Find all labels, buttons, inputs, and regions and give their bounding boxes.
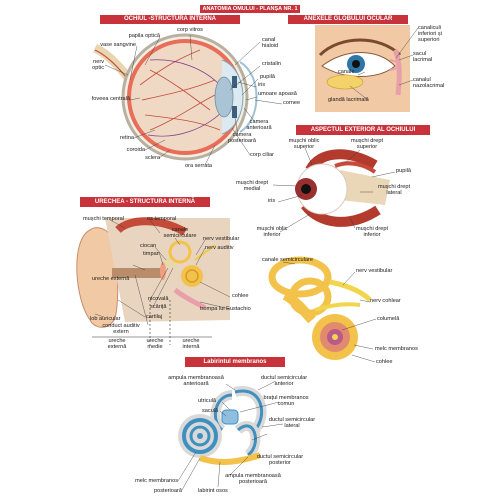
label-cohlee-ear: cohlee	[232, 293, 249, 299]
label-canalul-nazolacrimal: canalul nazolacrimal	[413, 77, 445, 90]
page-title: ANATOMIA OMULUI - PLANȘA NR. 1	[200, 5, 300, 13]
label-ureche-externa: ureche externă	[107, 338, 127, 351]
label-melc-membranos: melc membranos	[375, 346, 418, 352]
label-cohlee: cohlee	[376, 359, 393, 365]
membranous-labyrinth-title: Labirintul membranos	[185, 357, 285, 367]
label-corp-ciliar: corp ciliar	[250, 152, 274, 158]
label-nerv-cohlear: nerv cohlear	[370, 298, 401, 304]
label-cornee: cornee	[283, 100, 301, 106]
label-conduct-auditiv: conduct auditiv extern	[102, 323, 140, 336]
label-coroida: coroida	[126, 147, 145, 153]
label-ureche-medie: ureche medie	[146, 338, 164, 351]
label-canale-semicirculare: canale semicirculare	[262, 257, 313, 263]
label-ciocan: ciocan	[140, 243, 157, 249]
label-fovea-centrala: foveea centrală	[91, 96, 130, 102]
label-drept-superior: mușchi drept superior	[350, 138, 384, 151]
label-trompa-eustachio: trompa lui Eustachio	[200, 306, 251, 312]
label-camera-posterioara: camera posterioară	[228, 132, 256, 145]
eye-adnexa-title: ANEXELE GLOBULUI OCULAR	[288, 15, 408, 24]
label-cristalin: cristalin	[262, 61, 281, 67]
label-temporal-muscle: mușchi temporal	[83, 216, 125, 222]
label-corp-vitros: corp vitros	[177, 27, 203, 33]
eye-external-title: ASPECTUL EXTERIOR AL OCHIULUI	[296, 125, 430, 135]
label-drept-lateral: mușchi drept lateral	[377, 184, 411, 197]
label-sacula: saculă	[202, 408, 219, 414]
label-ductul-lateral: ductul semicircular lateral	[268, 417, 316, 430]
label-drept-medial: mușchi drept medial	[235, 180, 269, 193]
label-ureche-externa-inside: ureche externă	[92, 276, 130, 282]
eye-internal-title: OCHIUL -STRUCTURA INTERNĂ	[100, 15, 240, 24]
label-canaliculi: canaliculi inferiori și superiori	[418, 25, 442, 44]
label-nerv-vestibular-ear: nerv vestibular	[203, 236, 240, 242]
label-columela: columelă	[377, 316, 400, 322]
label-canale-semicirculare-ear: canale semicirculare	[163, 227, 197, 240]
bony-labyrinth-leaders	[282, 261, 377, 363]
eye-external-leaders	[272, 147, 396, 233]
label-ora-serrata: ora serrata	[185, 163, 213, 169]
label-camera-anterioara: camera anterioară	[246, 119, 272, 132]
label-sacul-lacrimal: sacul lacrimal	[413, 51, 433, 64]
label-nerv-optic: nerv optic	[92, 59, 104, 72]
eye-internal-leaders	[104, 34, 283, 166]
label-oblic-inferior: mușchi oblic inferior	[256, 226, 288, 239]
label-cartilaj: cartilaj	[146, 314, 163, 320]
label-nerv-vestibular: nerv vestibular	[356, 268, 393, 274]
eyeball-muscles-illustration	[295, 149, 390, 227]
membranous-labyrinth-illustration	[178, 386, 267, 465]
label-pupila-ext: pupilă	[396, 168, 411, 174]
membranous-labyrinth-leaders	[177, 380, 284, 491]
label-pupila-eye: pupilă	[260, 74, 275, 80]
label-lob-auricular: lob auricular	[90, 316, 121, 322]
label-oblic-superior: mușchi oblic superior	[288, 138, 320, 151]
ear-section-illustration	[76, 217, 230, 345]
label-iris-ext: iris	[268, 198, 276, 204]
eye-adnexa-leaders	[349, 27, 419, 101]
label-ampula-anterioara: ampula membranoasă anterioară	[168, 375, 224, 388]
ear-internal-title: URECHEA - STRUCTURA INTERNĂ	[80, 197, 210, 207]
label-posterioara-left: posterioară	[154, 488, 182, 494]
eye-cross-section-illustration	[92, 33, 258, 161]
label-nicovala: nicovală	[148, 296, 169, 302]
label-os-temporal: os temporal	[147, 216, 177, 222]
label-melc-membranos-mem: melc membranos	[135, 478, 178, 484]
label-timpan: timpan	[143, 251, 160, 257]
label-canale-adnexa: canale	[338, 69, 355, 75]
label-umoare-apoasa: umoare apoasă	[258, 91, 297, 97]
label-ureche-interna: ureche internă	[182, 338, 200, 351]
label-retina: retina	[120, 135, 134, 141]
ear-leaders	[94, 219, 231, 326]
label-canal-hialoid: canal hialoid	[262, 37, 279, 50]
label-ampula-posterioara: ampula membranoasă posterioară	[225, 473, 281, 486]
label-utricula: utriculă	[198, 398, 217, 404]
label-scarita: scăriță	[150, 304, 167, 310]
eye-adnexa-illustration	[315, 25, 410, 112]
label-drept-inferior: mușchi drept inferior	[355, 226, 389, 239]
label-nerv-auditiv: nerv auditiv	[205, 245, 234, 251]
label-ductul-posterior: ductul semicircular posterior	[256, 454, 304, 467]
bony-labyrinth-illustration	[268, 256, 372, 360]
label-papila-optica: papila optică	[128, 33, 160, 39]
label-bratul-comun: brațul membranos comun	[263, 395, 309, 408]
label-ductul-anterior: ductul semicircular anterior	[260, 375, 308, 388]
label-glanda-lacrimala: glandă lacrimală	[328, 97, 369, 103]
label-iris-eye: iris	[258, 82, 266, 88]
label-labirint-osos: labirint osos	[198, 488, 228, 494]
label-sclera: sclera	[145, 155, 160, 161]
label-vase-sanguine: vase sangvine	[100, 42, 136, 48]
